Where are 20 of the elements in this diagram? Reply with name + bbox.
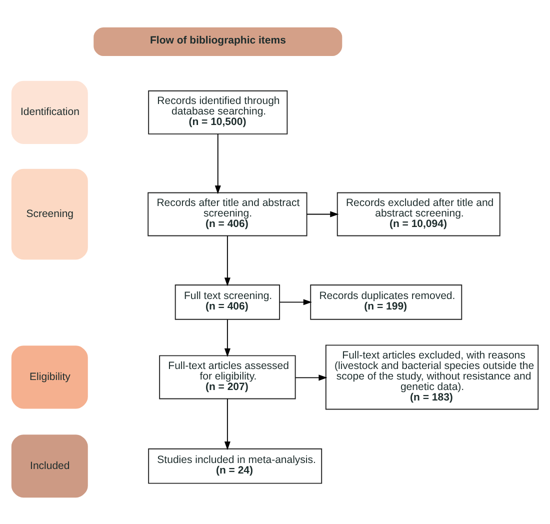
node-box: Full-text articles assessed for eligibility. (n = 207) [159, 354, 296, 399]
node-box: Records after title and abstract screening. (n = 406) [148, 192, 308, 236]
arrow [279, 298, 312, 305]
arrow [224, 318, 230, 357]
node-box: Included [11, 434, 88, 498]
node-box: Full text screening. (n = 406) [174, 284, 280, 320]
node-box: Screening [11, 168, 88, 260]
node-box: Eligibility [11, 345, 88, 408]
node-box: Records excluded after title and abstract screening. (n = 10,094) [336, 192, 500, 236]
arrow [214, 133, 221, 194]
node-box: Full-text articles excluded, with reasons (livestock and bacterial species outside the scope of the study, without resistance and genetic data). (n = 183) [325, 344, 539, 410]
node-box: Records identified through database searching. (n = 10,500) [148, 90, 288, 134]
arrow [224, 234, 230, 286]
node-box: Studies included in meta-analysis. (n = 24) [148, 448, 322, 484]
node-box: Identification [11, 80, 88, 144]
arrow [295, 374, 328, 380]
node-box: Flow of bibliographic items [94, 26, 342, 56]
arrow [224, 398, 230, 450]
node-box: Records duplicates removed. (n = 199) [310, 284, 462, 320]
arrow [306, 210, 339, 217]
